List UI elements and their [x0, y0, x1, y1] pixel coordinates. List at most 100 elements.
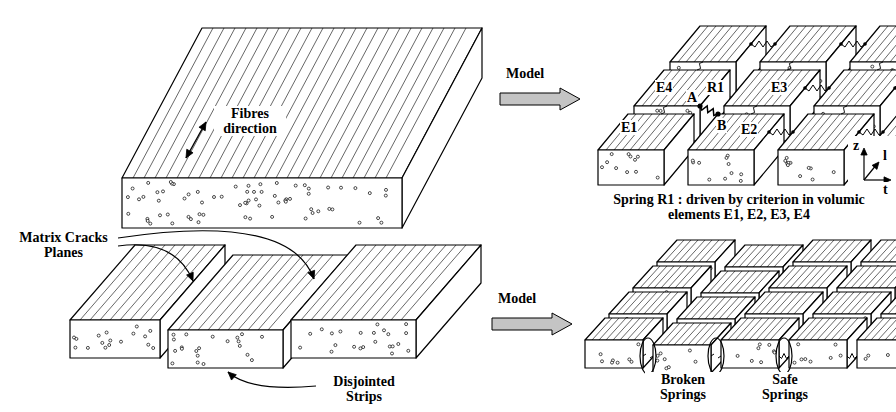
fibre-line	[311, 245, 376, 320]
fibre-line	[776, 26, 806, 62]
fibre-section	[74, 346, 77, 349]
fibre-line	[638, 114, 668, 150]
fibre-section	[299, 346, 302, 349]
fibre-section	[374, 340, 377, 343]
fibre-line	[786, 114, 816, 150]
fibre-section	[157, 199, 160, 202]
fibre-line	[878, 318, 896, 340]
fibre-section	[634, 158, 637, 161]
annotation-label: Fibres direction	[214, 106, 286, 136]
fibre-section	[104, 346, 107, 349]
fibre-section	[249, 217, 252, 220]
spring-marker	[708, 338, 724, 374]
fibre-line	[351, 245, 416, 320]
leader-arrow	[118, 231, 314, 279]
front-face	[721, 340, 779, 368]
fibre-line	[208, 255, 273, 330]
fibre-line	[276, 28, 356, 178]
fibre-section	[172, 333, 175, 336]
top-face	[861, 240, 896, 262]
fibre-section	[686, 109, 689, 112]
fibre-section	[387, 333, 390, 336]
fibre-section	[839, 354, 842, 357]
fibre-section	[311, 212, 314, 215]
fibre-line	[818, 114, 848, 150]
fibre-line	[361, 245, 426, 320]
annotation-label: t	[882, 182, 889, 197]
fibre-section	[615, 167, 618, 170]
arrow-head	[228, 372, 236, 380]
model-arrow	[500, 88, 580, 110]
arrow-head	[199, 122, 206, 131]
leader-arrow	[228, 372, 316, 387]
fibre-section	[147, 181, 150, 184]
fibre-section	[320, 328, 323, 331]
fibre-section	[317, 210, 320, 213]
fibre-section	[832, 171, 835, 174]
fibre-section	[277, 201, 280, 204]
fibre-section	[698, 161, 701, 164]
fibre-section	[289, 197, 292, 200]
fibre-section	[353, 345, 356, 348]
fibre-section	[144, 335, 147, 338]
fibre-section	[135, 325, 138, 328]
fibre-line	[784, 26, 814, 62]
fibre-section	[126, 196, 129, 199]
fibre-section	[236, 336, 239, 339]
annotation-label: z	[852, 138, 860, 153]
fibre-section	[636, 155, 639, 158]
spring-node	[749, 42, 753, 46]
fibre-section	[829, 356, 832, 359]
side-face	[416, 245, 481, 358]
fibre-section	[261, 335, 264, 338]
fibre-section	[867, 354, 870, 357]
fibre-section	[793, 361, 796, 364]
annotation-label: Model	[505, 66, 545, 81]
fibre-line	[188, 28, 268, 178]
fibre-line	[800, 26, 830, 62]
fibre-section	[86, 346, 89, 349]
fibre-section	[327, 186, 330, 189]
fibre-section	[750, 359, 753, 362]
fibre-section	[397, 343, 400, 346]
fibre-section	[708, 178, 711, 181]
fibre-section	[258, 204, 261, 207]
fibre-section	[196, 354, 199, 357]
fibre-line	[614, 114, 644, 150]
fibre-section	[275, 182, 278, 185]
fibre-section	[105, 331, 108, 334]
fibre-line	[888, 292, 896, 314]
fibre-line	[301, 245, 366, 320]
fibre-line	[686, 26, 716, 62]
fibre-section	[195, 350, 198, 353]
fibre-section	[310, 208, 313, 211]
model-arrow	[492, 313, 572, 335]
fibre-section	[628, 358, 631, 361]
direction-arrow	[186, 122, 206, 158]
fibre-section	[174, 349, 177, 352]
fibre-section	[637, 343, 640, 346]
annotation-label: E2	[740, 122, 758, 137]
fibre-line	[854, 70, 884, 106]
fibre-section	[768, 343, 771, 346]
fibre-section	[197, 221, 200, 224]
front-face	[688, 150, 754, 185]
fibre-section	[330, 350, 333, 353]
fibre-section	[273, 194, 276, 197]
fibre-line	[704, 114, 734, 150]
fibre-line	[732, 70, 762, 106]
fibre-section	[606, 161, 609, 164]
fibre-section	[127, 212, 130, 215]
broken-spring	[718, 356, 721, 358]
fibre-section	[391, 352, 394, 355]
fibre-section	[185, 333, 188, 336]
leader-arrow	[118, 245, 193, 281]
spring	[847, 354, 857, 359]
top-face	[814, 70, 896, 106]
broken-spring	[711, 354, 714, 356]
fibre-section	[834, 343, 837, 346]
fibre-section	[340, 186, 343, 189]
fibre-section	[656, 109, 659, 112]
fibre-line	[838, 70, 868, 106]
fibre-section	[376, 323, 379, 326]
